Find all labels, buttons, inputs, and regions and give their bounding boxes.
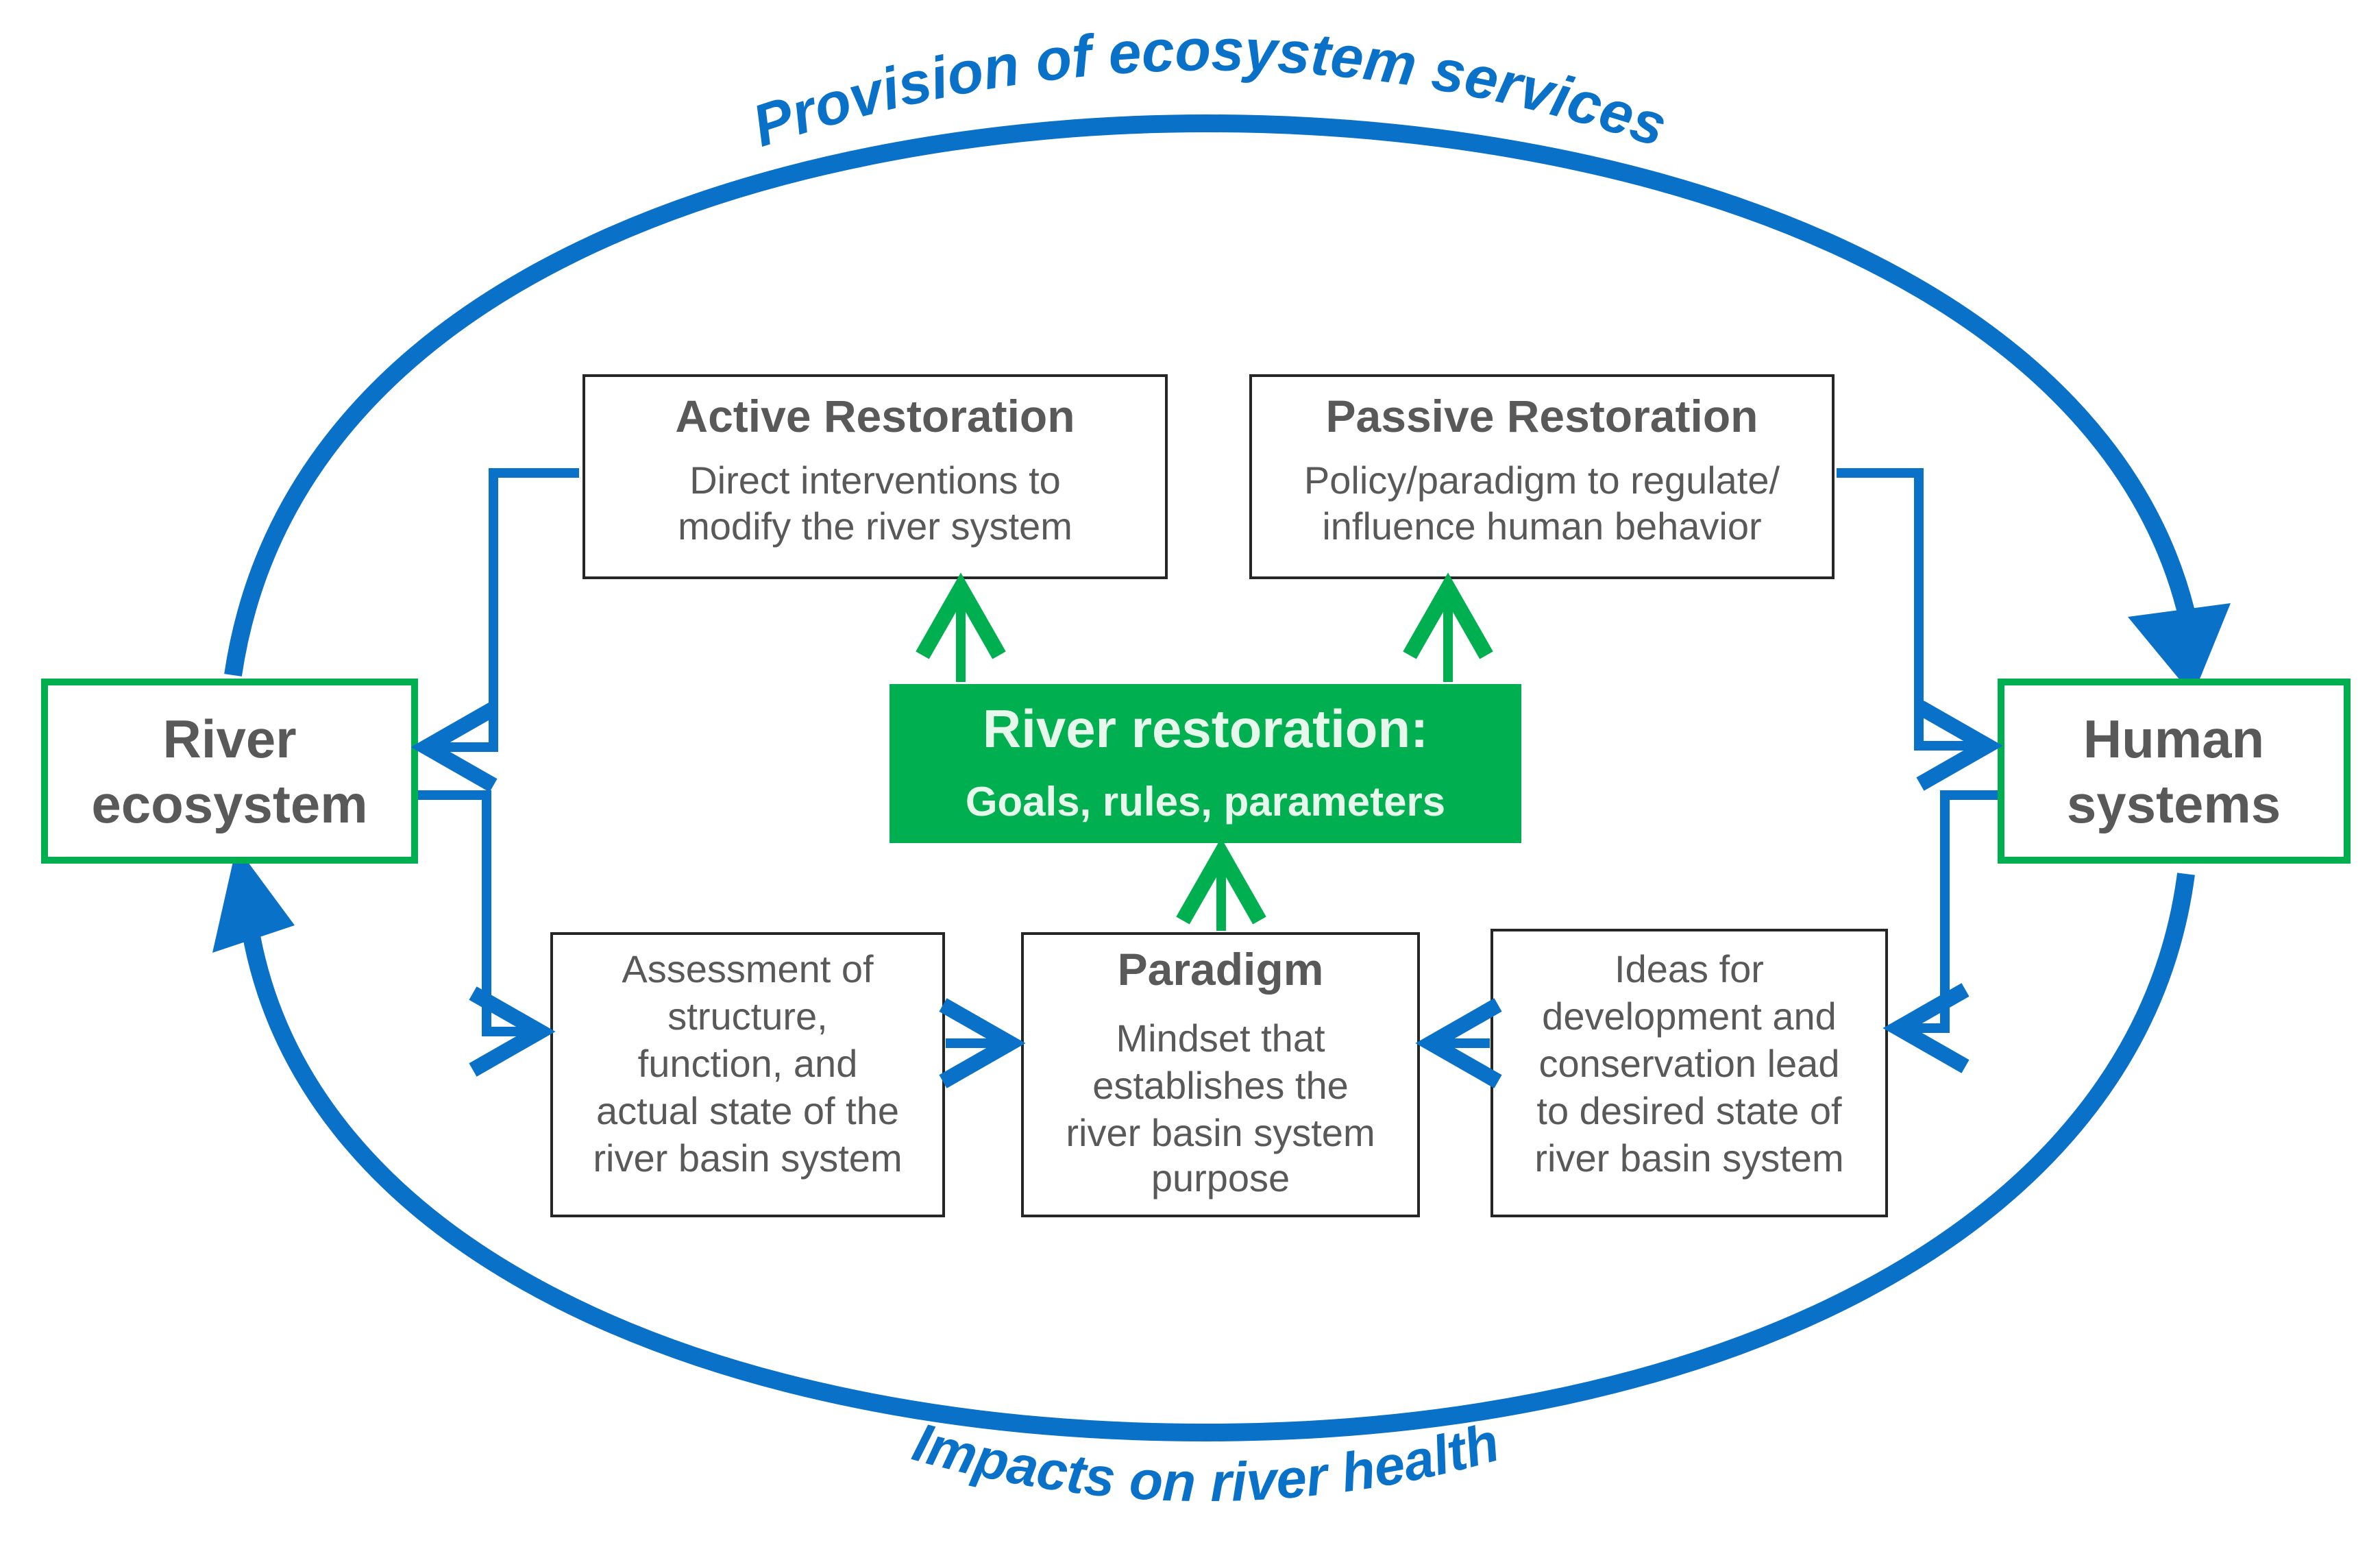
river-restoration-title: River restoration: — [983, 698, 1428, 759]
human-to-ideas-arrow — [1882, 790, 1998, 1073]
river-restoration-box — [890, 684, 1521, 843]
river-ecosystem-label-line1: River — [162, 709, 296, 769]
human-systems-label-line2: systems — [2067, 774, 2281, 834]
river-restoration-subtitle: Goals, rules, parameters — [966, 779, 1445, 825]
assessment-line4: actual state of the — [596, 1089, 899, 1132]
paradigm-box — [1021, 932, 1420, 1217]
passive-restoration-line2: influence human behavior — [1322, 504, 1761, 548]
ideas-line5: river basin system — [1534, 1136, 1843, 1180]
assessment-box — [550, 932, 945, 1217]
paradigm-line4: purpose — [1151, 1156, 1290, 1199]
passive-restoration-line1: Policy/paradigm to regulate/ — [1304, 459, 1780, 502]
assessment-line2: structure, — [667, 995, 827, 1038]
river-to-assessment-arrow — [418, 790, 556, 1077]
active-restoration-line2: modify the river system — [678, 504, 1072, 548]
passive-restoration-title: Passive Restoration — [1326, 391, 1758, 441]
ideas-line1: Ideas for — [1615, 947, 1764, 990]
ideas-line3: conservation lead — [1539, 1042, 1840, 1085]
human-systems-label-line1: Human — [2083, 709, 2264, 769]
passive-restoration-box — [1249, 374, 1835, 579]
paradigm-line3: river basin system — [1066, 1111, 1375, 1154]
passive-to-human-arrow — [1837, 468, 2003, 791]
outer-loop-top-arrowhead — [2128, 603, 2231, 696]
ideas-line2: development and — [1542, 995, 1837, 1038]
active-restoration-line1: Direct interventions to — [689, 459, 1061, 502]
top-arc-label: Provision of ecosystem services — [745, 17, 1675, 159]
active-restoration-title: Active Restoration — [675, 391, 1075, 441]
assessment-line3: function, and — [638, 1042, 858, 1085]
paradigm-line2: establishes the — [1092, 1064, 1349, 1107]
assessment-line1: Assessment of — [622, 947, 874, 990]
active-restoration-box — [582, 374, 1168, 579]
paradigm-line1: Mindset that — [1116, 1016, 1325, 1060]
outer-loop-bottom-arc — [238, 873, 2195, 1442]
paradigm-title: Paradigm — [1118, 944, 1324, 995]
ideas-line4: to desired state of — [1536, 1089, 1842, 1132]
assessment-line5: river basin system — [593, 1136, 902, 1180]
outer-loop-bottom-arrowhead — [212, 846, 295, 953]
active-to-river-arrow — [410, 468, 579, 792]
river-ecosystem-label-line2: ecosystem — [91, 774, 367, 834]
outer-loop-top-arc — [224, 114, 2202, 677]
